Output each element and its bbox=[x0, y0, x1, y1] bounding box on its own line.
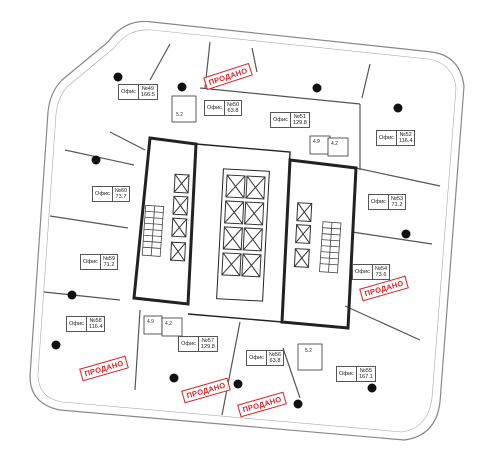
wc-area: 4.2 bbox=[165, 321, 172, 327]
office-dividers bbox=[43, 41, 441, 416]
wc-area: 4.9 bbox=[313, 139, 320, 145]
wc-rooms bbox=[143, 95, 349, 371]
building-core bbox=[132, 136, 358, 330]
stairs bbox=[141, 204, 342, 274]
wc-area: 4.2 bbox=[331, 141, 338, 147]
structural-columns bbox=[51, 72, 411, 409]
elevator-shafts bbox=[170, 173, 313, 278]
wc-area: 5.2 bbox=[305, 348, 312, 354]
wc-area: 4.9 bbox=[147, 319, 154, 325]
wc-area: 5.2 bbox=[176, 112, 183, 118]
